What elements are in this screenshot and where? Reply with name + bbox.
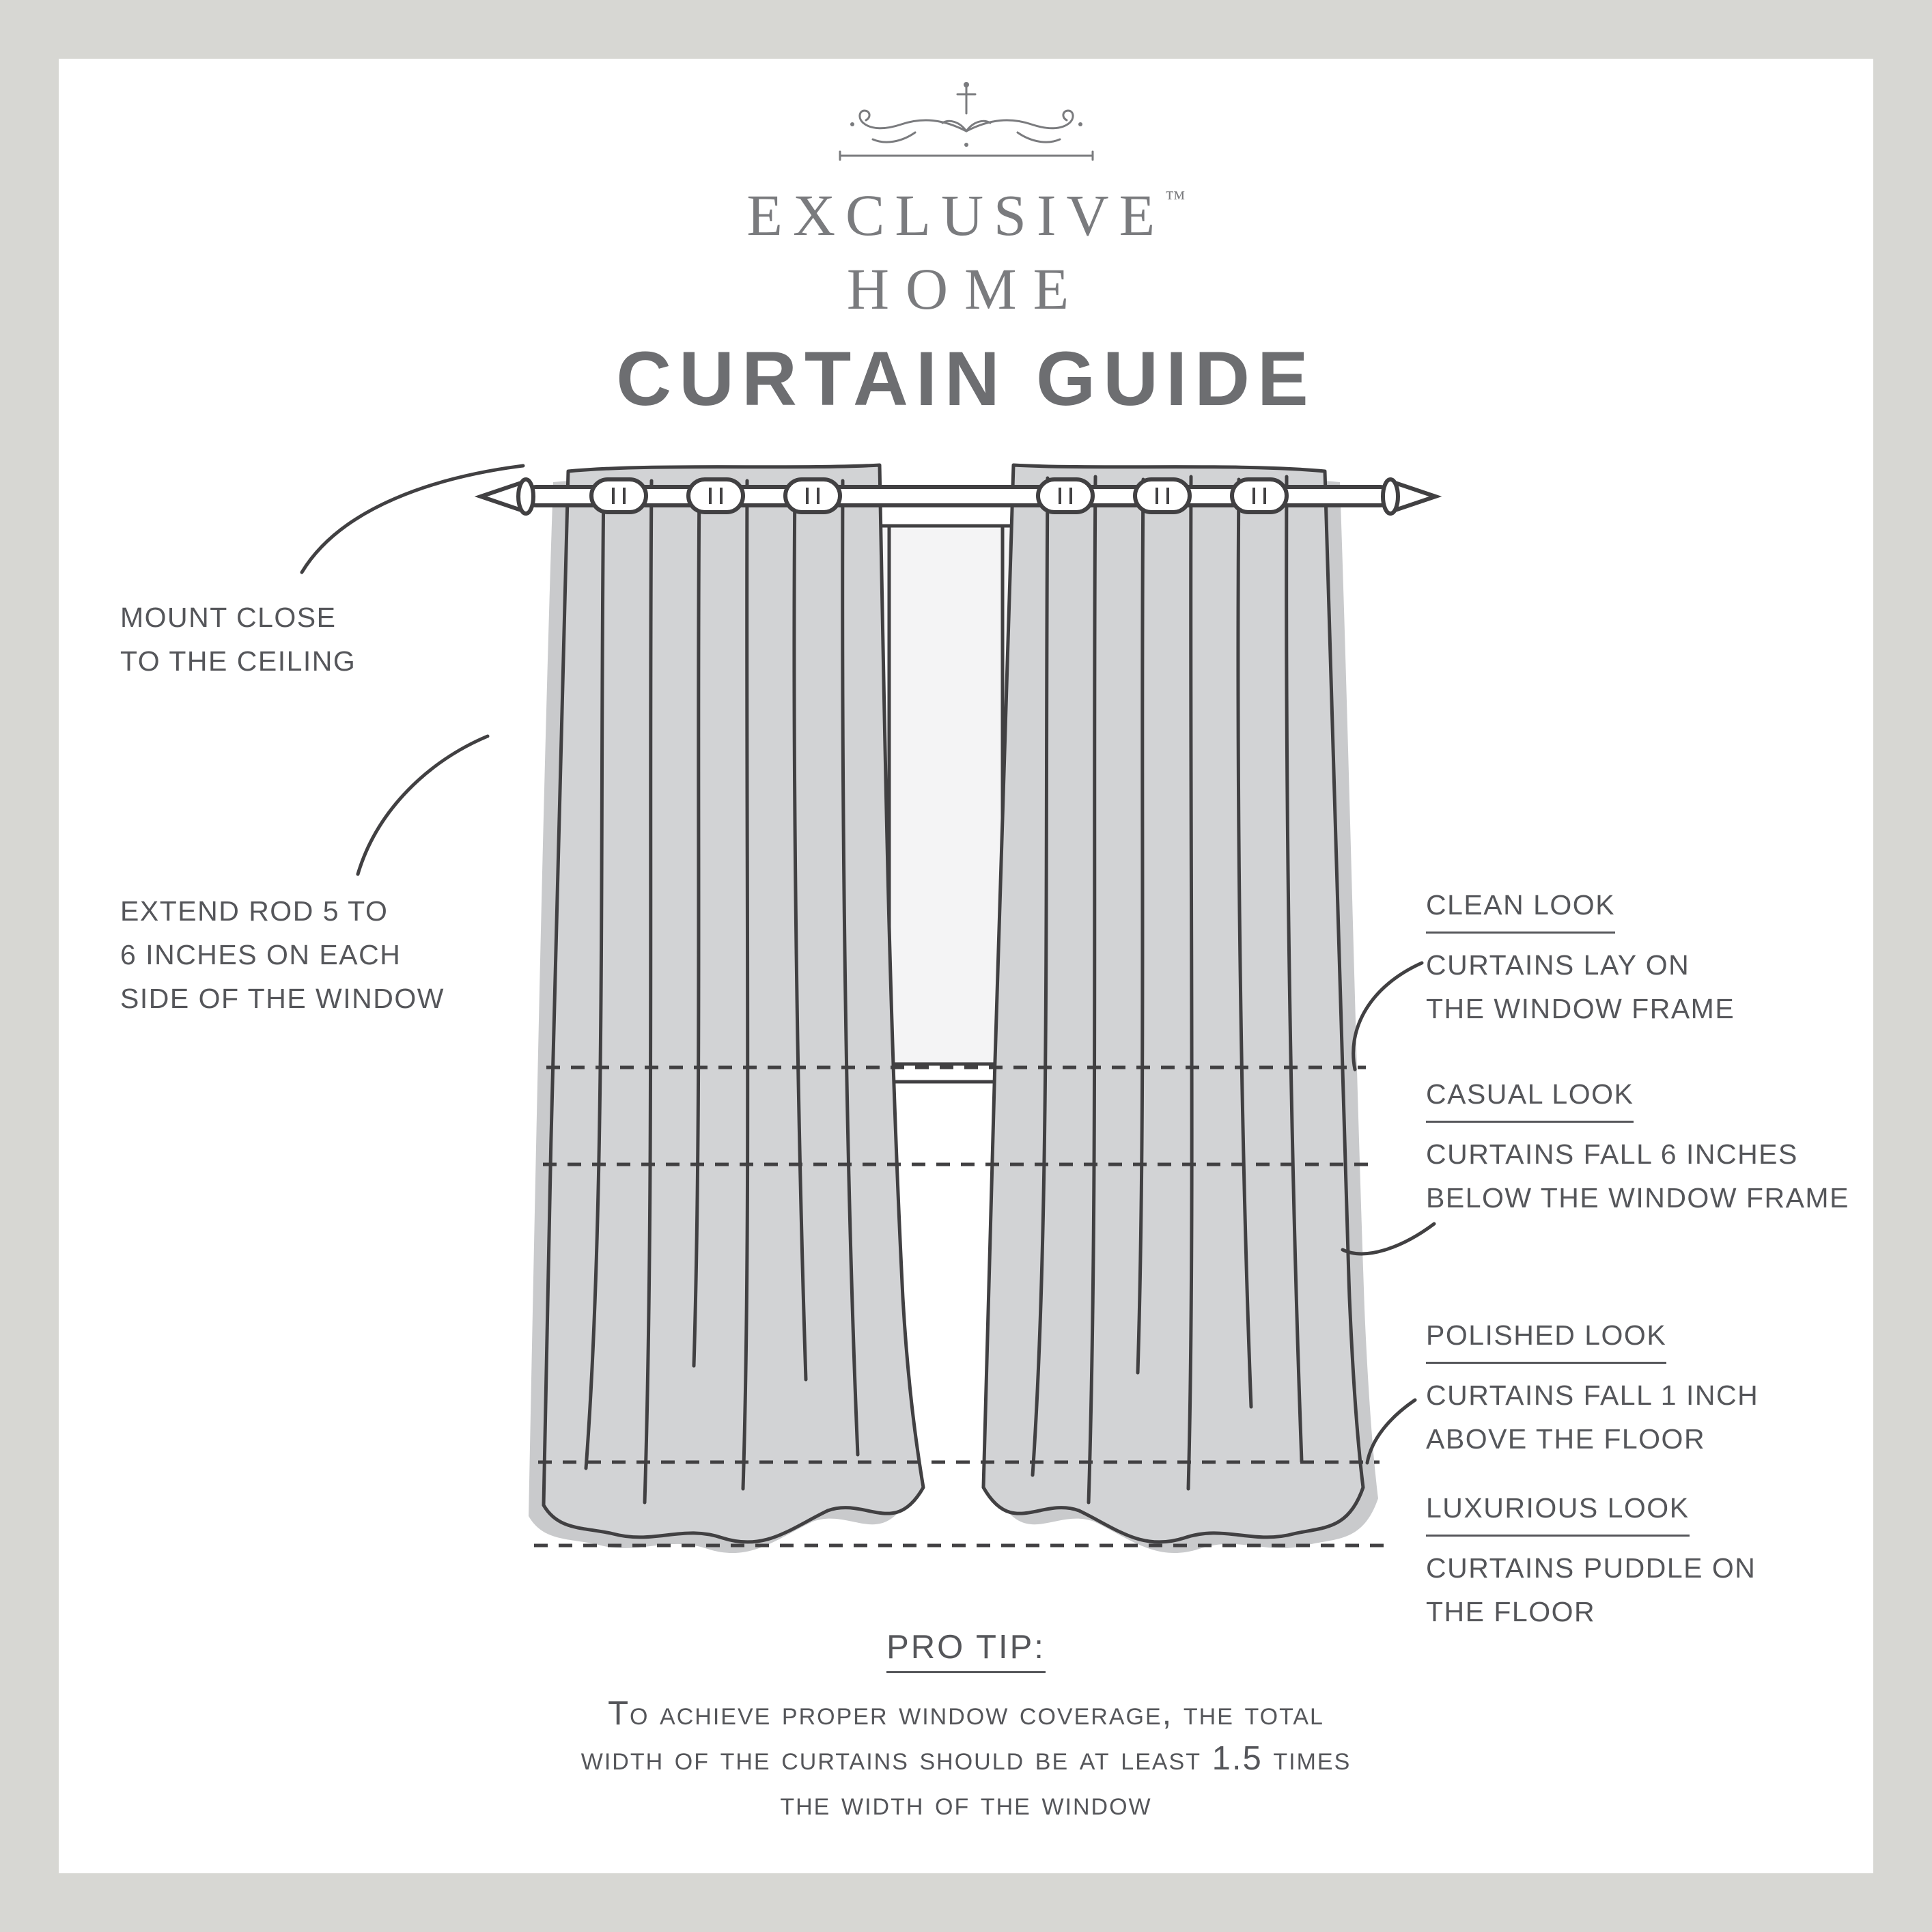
annotation-line: EXTEND ROD 5 TO — [120, 895, 389, 927]
right-panel-fold-lines — [1031, 475, 1304, 1504]
trademark-symbol: ™ — [1165, 187, 1186, 210]
pro-tip-section: PRO TIP: To achieve proper window covera… — [0, 1628, 1932, 1826]
annotation-casual-look: CASUAL LOOK CURTAINS FALL 6 INCHES BELOW… — [1426, 1072, 1849, 1220]
pro-tip-body: To achieve proper window coverage, the t… — [0, 1691, 1932, 1826]
annotation-line: 6 INCHES ON EACH — [120, 939, 402, 970]
annotation-clean-look: CLEAN LOOK CURTAINS LAY ON THE WINDOW FR… — [1426, 883, 1735, 1031]
brand-logo: EXCLUSIVE™ HOME — [0, 79, 1932, 323]
left-curtain-panel — [544, 465, 923, 1542]
grommet-tab — [1133, 477, 1192, 514]
annotation-line: TO THE CEILING — [120, 645, 356, 677]
pro-tip-line: To achieve proper window coverage, the t… — [608, 1695, 1324, 1732]
grommet-tab — [589, 477, 648, 514]
grommet-tab — [1230, 477, 1289, 514]
pro-tip-title: PRO TIP: — [886, 1628, 1046, 1673]
brand-name-exclusive: EXCLUSIVE™ — [746, 182, 1186, 248]
grommet-tab — [686, 477, 745, 514]
annotation-line: SIDE OF THE WINDOW — [120, 983, 445, 1014]
grommet-tab — [1036, 477, 1095, 514]
extend-leader-line — [356, 734, 490, 876]
annotation-line: THE FLOOR — [1426, 1596, 1596, 1627]
logo-flourish-icon — [839, 82, 1093, 161]
look-title: CLEAN LOOK — [1426, 883, 1616, 934]
length-guide-lines — [534, 1065, 1388, 1548]
annotation-polished-look: POLISHED LOOK CURTAINS FALL 1 INCH ABOVE… — [1426, 1313, 1759, 1461]
annotation-line: CURTAINS LAY ON — [1426, 949, 1690, 981]
annotation-extend-rod: EXTEND ROD 5 TO 6 INCHES ON EACH SIDE OF… — [120, 889, 445, 1020]
grommet-tab — [783, 477, 842, 514]
annotation-line: ABOVE THE FLOOR — [1426, 1423, 1706, 1455]
annotation-line: CURTAINS PUDDLE ON — [1426, 1552, 1756, 1584]
pro-tip-line: the width of the window — [780, 1785, 1152, 1822]
look-title: LUXURIOUS LOOK — [1426, 1486, 1690, 1537]
annotation-mount-close: MOUNT CLOSE TO THE CEILING — [120, 596, 356, 683]
annotation-line: CURTAINS FALL 1 INCH — [1426, 1380, 1759, 1411]
page-title: CURTAIN GUIDE — [616, 336, 1316, 421]
annotation-line: BELOW THE WINDOW FRAME — [1426, 1182, 1849, 1214]
look-title: CASUAL LOOK — [1426, 1072, 1634, 1123]
clean-leader-line — [1352, 961, 1424, 1072]
grommet-tabs — [589, 477, 1289, 514]
casual-leader-line — [1341, 1222, 1436, 1256]
right-curtain-panel — [983, 465, 1363, 1542]
brand-name-home: HOME — [846, 256, 1086, 322]
annotation-line: THE WINDOW FRAME — [1426, 993, 1735, 1024]
mount-leader-line — [300, 464, 525, 574]
polished-leader-line — [1365, 1398, 1417, 1465]
annotation-line: CURTAINS FALL 6 INCHES — [1426, 1138, 1798, 1170]
look-title: POLISHED LOOK — [1426, 1313, 1667, 1364]
pro-tip-line: width of the curtains should be at least… — [580, 1740, 1352, 1777]
left-panel-fold-lines — [584, 479, 860, 1504]
leader-lines — [300, 464, 1436, 1465]
annotation-line: MOUNT CLOSE — [120, 602, 337, 633]
annotation-luxurious-look: LUXURIOUS LOOK CURTAINS PUDDLE ON THE FL… — [1426, 1486, 1756, 1634]
